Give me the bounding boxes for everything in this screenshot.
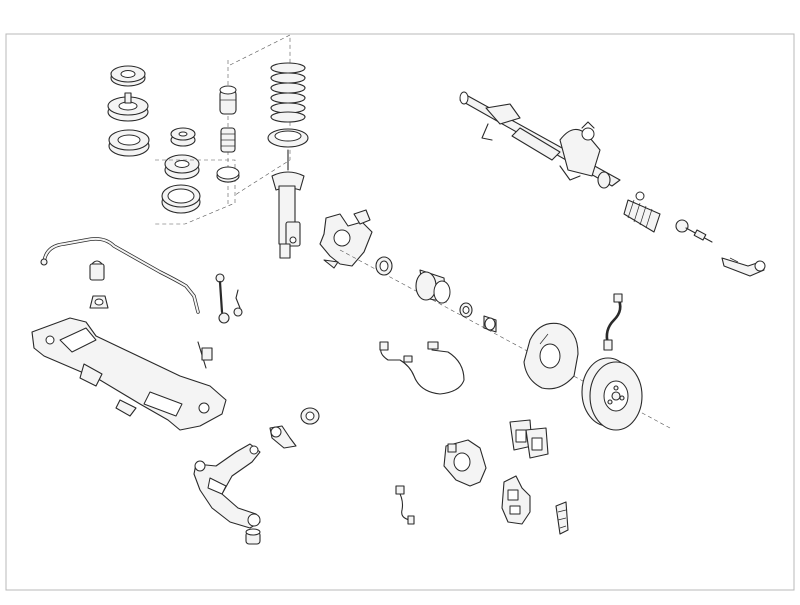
- strut-mount-top[interactable]: [110, 65, 146, 87]
- assembly-guide: [155, 159, 236, 225]
- brake-hose[interactable]: [603, 293, 623, 351]
- dust-boot[interactable]: [216, 127, 240, 183]
- brake-shield[interactable]: [523, 322, 579, 390]
- diagram-frame: [5, 33, 795, 591]
- spring-seat[interactable]: [267, 128, 309, 148]
- brake-caliper[interactable]: [443, 439, 487, 487]
- tie-rod-end[interactable]: [721, 257, 766, 277]
- strut-bearing[interactable]: [107, 92, 149, 122]
- abs-sensor[interactable]: [379, 341, 465, 395]
- spring-pad[interactable]: [161, 184, 201, 214]
- strut-mount-lower[interactable]: [164, 154, 200, 180]
- steering-boot[interactable]: [623, 191, 661, 233]
- pad-wear-sensor[interactable]: [395, 485, 415, 525]
- bump-stop[interactable]: [219, 85, 237, 115]
- inner-tie-rod[interactable]: [675, 219, 713, 243]
- steering-knuckle[interactable]: [319, 209, 373, 269]
- steering-rack[interactable]: [459, 91, 621, 189]
- wheel-hub[interactable]: [415, 269, 451, 304]
- subframe[interactable]: [31, 317, 227, 431]
- brake-pads[interactable]: [509, 419, 549, 459]
- stabilizer-bar[interactable]: [40, 237, 200, 314]
- stabilizer-link[interactable]: [197, 273, 243, 369]
- spring-seat-upper[interactable]: [108, 129, 150, 157]
- control-arm[interactable]: [193, 443, 261, 529]
- pad-clips[interactable]: [555, 501, 569, 535]
- hub-nut[interactable]: [459, 302, 497, 333]
- control-arm-bushing[interactable]: [245, 407, 320, 545]
- brake-disc[interactable]: [581, 357, 643, 431]
- shock-absorber[interactable]: [271, 149, 305, 259]
- caliper-bracket[interactable]: [501, 475, 531, 525]
- strut-nut[interactable]: [170, 127, 196, 147]
- stabilizer-bushing[interactable]: [89, 260, 109, 309]
- coil-spring[interactable]: [270, 62, 306, 123]
- wheel-bearing[interactable]: [375, 256, 393, 276]
